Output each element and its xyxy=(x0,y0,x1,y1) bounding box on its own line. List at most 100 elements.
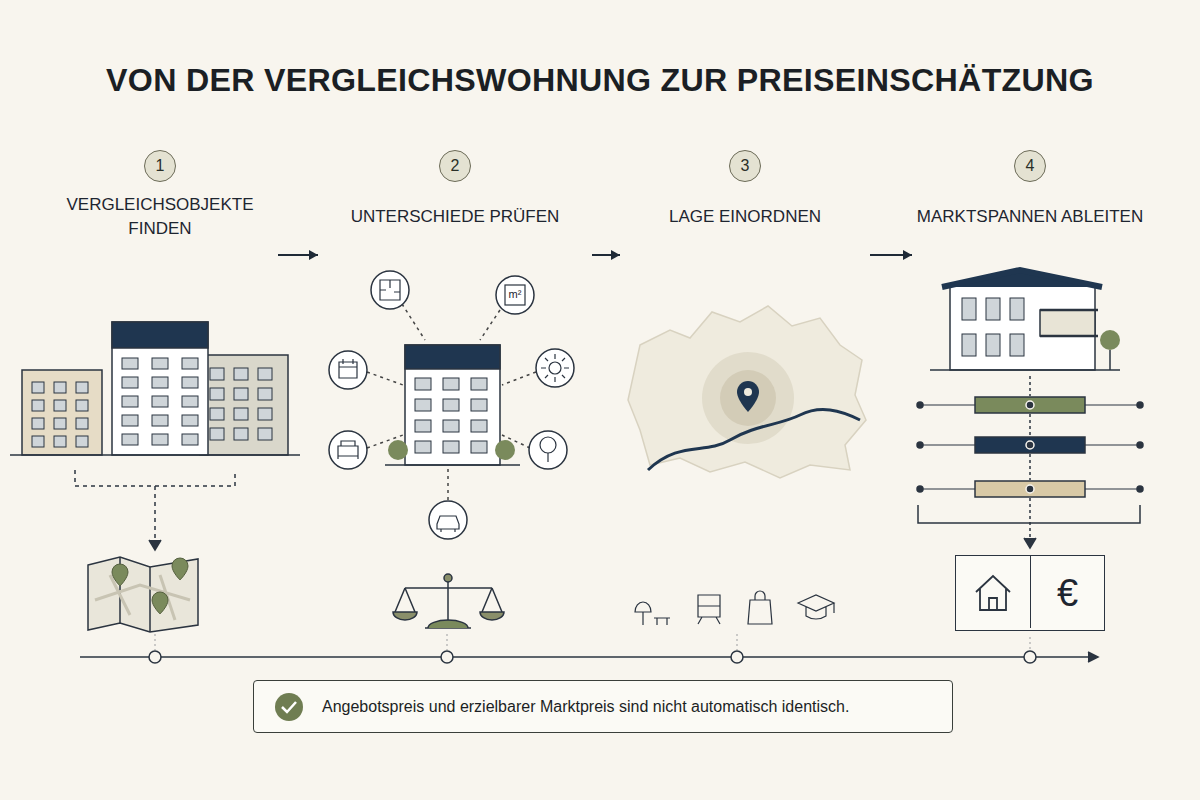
euro-cell: € xyxy=(1031,556,1104,630)
step-arrow xyxy=(592,250,620,260)
window xyxy=(962,334,976,356)
window xyxy=(122,396,138,407)
house-outline xyxy=(976,576,1010,610)
building xyxy=(112,322,208,455)
window xyxy=(210,428,224,440)
window xyxy=(471,420,487,432)
window xyxy=(76,418,88,429)
window xyxy=(443,399,459,411)
range-end xyxy=(1137,442,1143,448)
window xyxy=(76,436,88,447)
step-heading: MARKTSPANNEN ABLEITEN xyxy=(912,192,1148,242)
window xyxy=(152,434,168,445)
range-end xyxy=(917,402,923,408)
range-end xyxy=(917,486,923,492)
step-node: 3LAGE EINORDNEN xyxy=(620,150,870,265)
arrow-head xyxy=(309,250,318,260)
house-icon xyxy=(956,556,1031,628)
range-end xyxy=(1137,486,1143,492)
window xyxy=(152,415,168,426)
window xyxy=(415,420,431,432)
window xyxy=(471,441,487,453)
window xyxy=(986,334,1000,356)
window xyxy=(258,368,272,380)
window xyxy=(182,358,198,369)
window xyxy=(415,399,431,411)
unit-label: m² xyxy=(506,288,524,300)
window xyxy=(471,399,487,411)
window xyxy=(122,415,138,426)
window xyxy=(76,382,88,393)
step-heading: VERGLEICHSOBJEKTE FINDEN xyxy=(42,192,278,242)
window xyxy=(234,388,248,400)
step-arrow xyxy=(278,250,318,260)
step-node: 4MARKTSPANNEN ABLEITEN xyxy=(912,150,1148,265)
window xyxy=(54,382,66,393)
window xyxy=(443,420,459,432)
window xyxy=(1010,334,1024,356)
range-end xyxy=(917,442,923,448)
window xyxy=(210,368,224,380)
window xyxy=(152,396,168,407)
window xyxy=(32,418,44,429)
price-box: € xyxy=(955,555,1105,631)
window xyxy=(443,441,459,453)
window xyxy=(1010,298,1024,320)
window xyxy=(471,378,487,390)
window xyxy=(54,400,66,411)
step-number: 4 xyxy=(1014,150,1046,182)
window xyxy=(415,378,431,390)
window xyxy=(32,400,44,411)
window xyxy=(210,408,224,420)
window xyxy=(986,298,1000,320)
range-marker xyxy=(1026,441,1034,449)
window xyxy=(182,377,198,388)
note-box: Angebotspreis und erzielbarer Marktpreis… xyxy=(253,680,953,733)
step-number: 3 xyxy=(729,150,761,182)
range-end xyxy=(1137,402,1143,408)
window xyxy=(234,368,248,380)
range-bar xyxy=(975,437,1085,453)
range-marker xyxy=(1026,401,1034,409)
step-node: 2UNTERSCHIEDE PRÜFEN xyxy=(318,150,592,265)
window xyxy=(122,377,138,388)
window xyxy=(32,382,44,393)
window xyxy=(182,415,198,426)
step-number: 1 xyxy=(144,150,176,182)
window xyxy=(210,388,224,400)
window xyxy=(234,408,248,420)
step-number: 2 xyxy=(439,150,471,182)
window xyxy=(76,400,88,411)
window xyxy=(122,358,138,369)
note-text: Angebotspreis und erzielbarer Marktpreis… xyxy=(322,698,849,716)
window xyxy=(122,434,138,445)
window xyxy=(962,298,976,320)
window xyxy=(182,396,198,407)
roof xyxy=(112,322,208,348)
window xyxy=(32,436,44,447)
window xyxy=(152,358,168,369)
window xyxy=(152,377,168,388)
window xyxy=(182,434,198,445)
window xyxy=(54,418,66,429)
window xyxy=(54,436,66,447)
arrow-head xyxy=(611,250,620,260)
window xyxy=(415,441,431,453)
range-bar xyxy=(975,397,1085,413)
window xyxy=(443,378,459,390)
window xyxy=(258,408,272,420)
range-marker xyxy=(1026,485,1034,493)
building xyxy=(200,355,288,455)
step-heading: LAGE EINORDNEN xyxy=(620,192,870,242)
check-mark xyxy=(282,702,296,712)
diagram-title: VON DER VERGLEICHSWOHNUNG ZUR PREISEINSC… xyxy=(0,62,1200,99)
window xyxy=(234,428,248,440)
window xyxy=(258,428,272,440)
check-icon xyxy=(274,692,304,722)
step-heading: UNTERSCHIEDE PRÜFEN xyxy=(318,192,592,242)
arrow-head xyxy=(903,250,912,260)
step-node: 1VERGLEICHSOBJEKTE FINDEN xyxy=(42,150,278,265)
range-bar xyxy=(975,481,1085,497)
window xyxy=(258,388,272,400)
